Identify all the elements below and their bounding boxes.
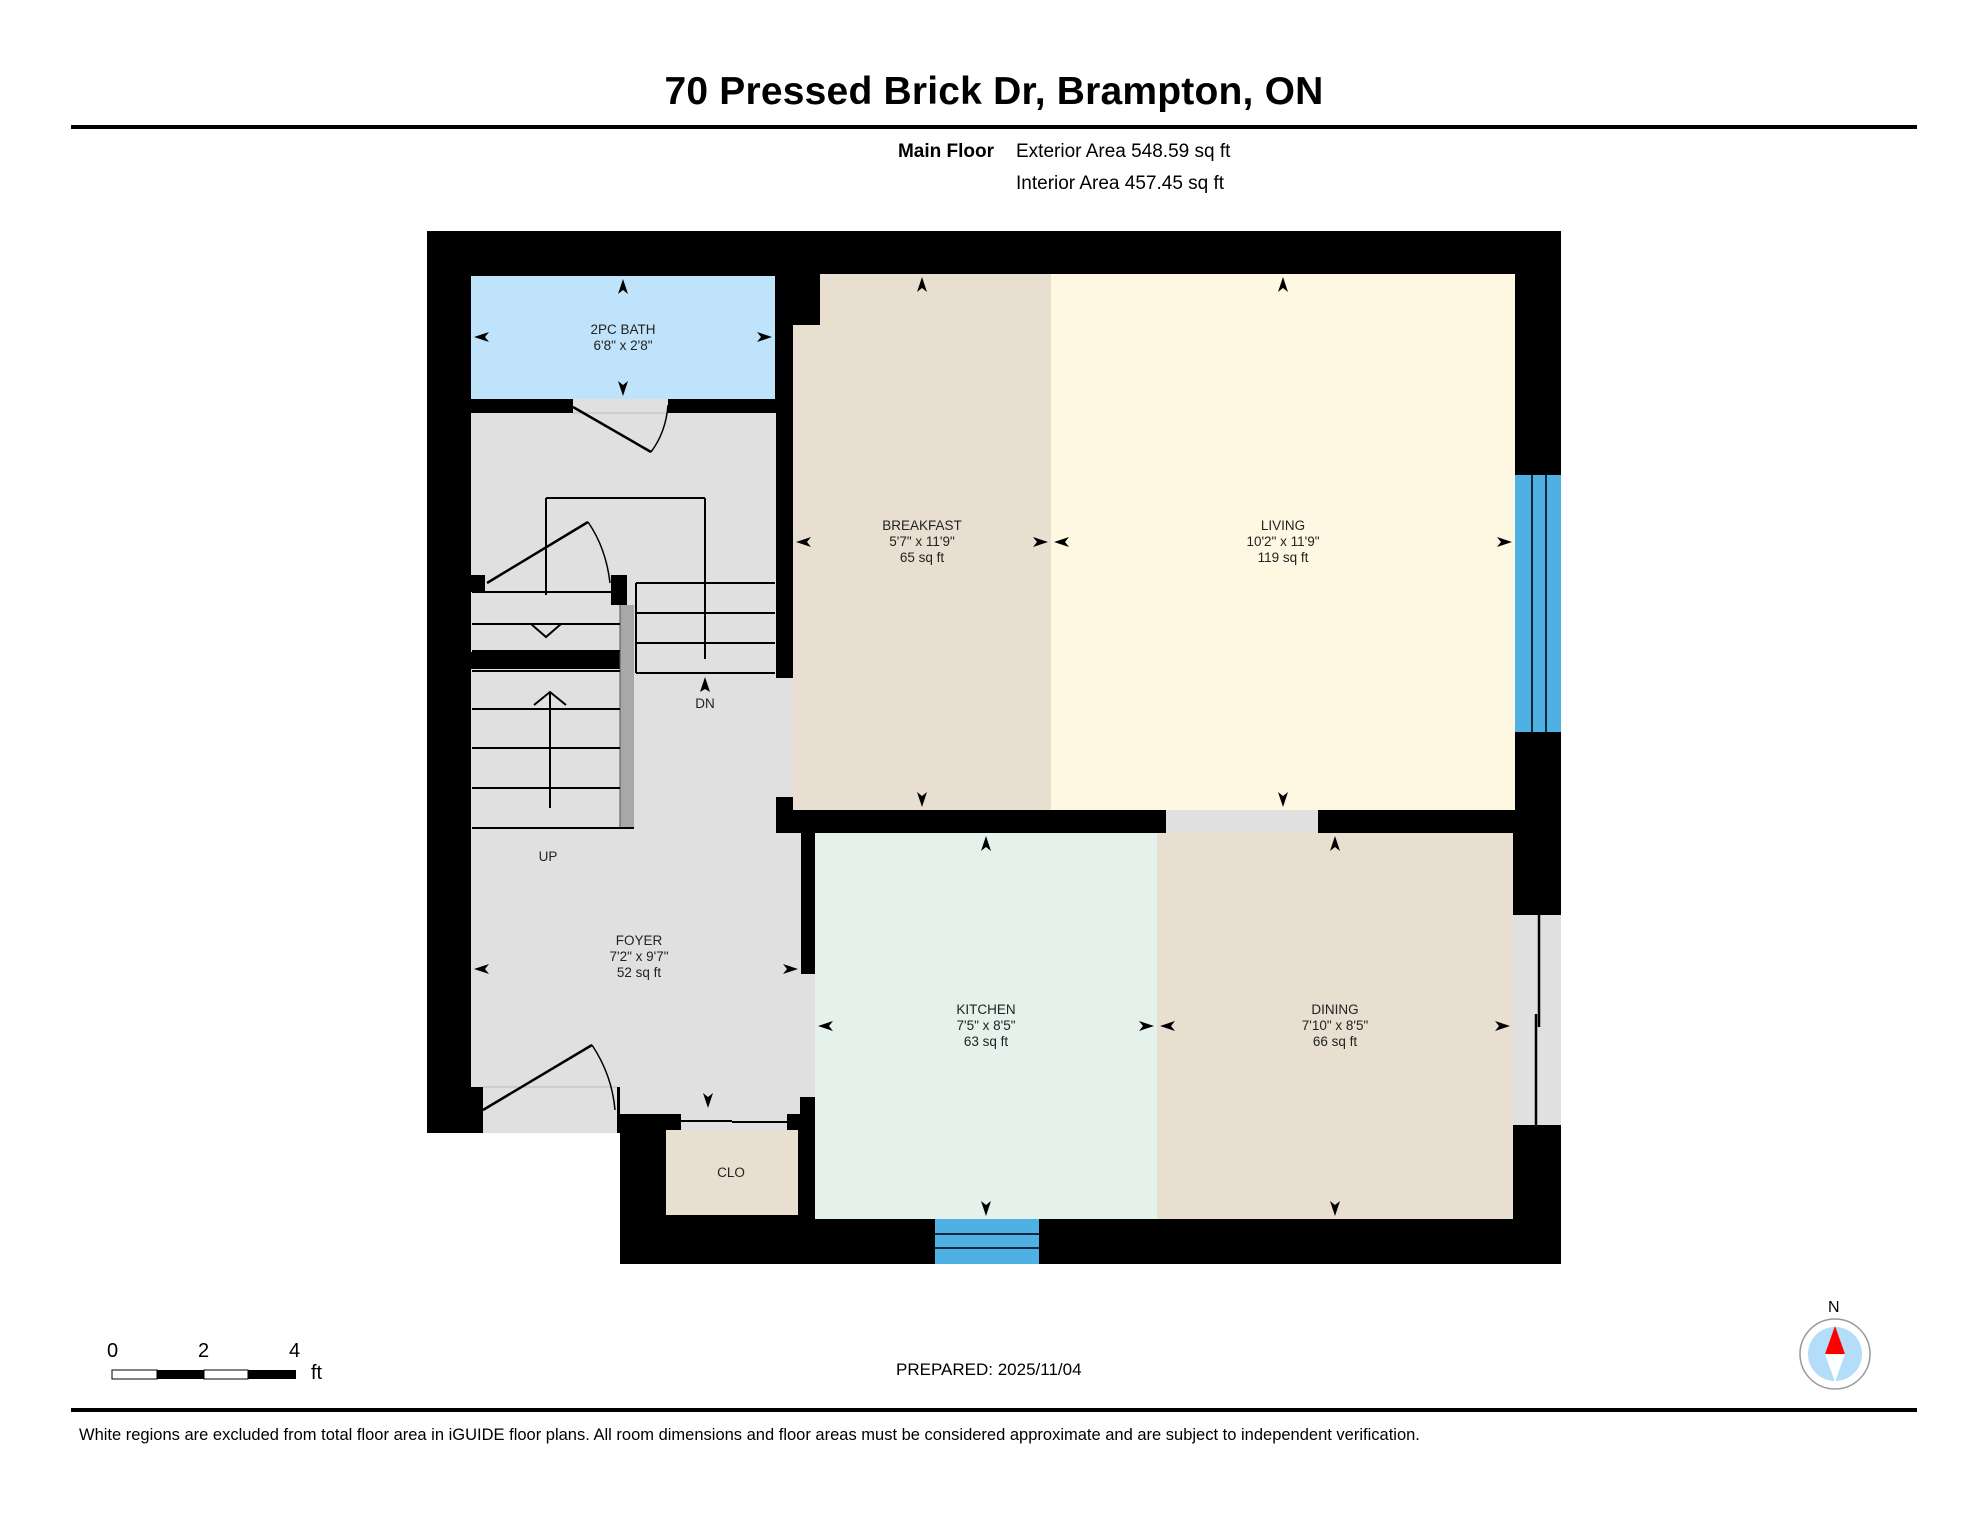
scale-tick-0: 0 — [107, 1340, 119, 1362]
staircase — [471, 497, 775, 829]
floor-name: Main Floor — [897, 141, 994, 162]
kitchen-area: 63 sq ft — [964, 1034, 1009, 1049]
exterior-area: Exterior Area 548.59 sq ft — [1016, 141, 1231, 162]
stairs-down-label: DN — [695, 696, 715, 711]
room-labels: 2PC BATH 6'8" x 2'8" BREAKFAST 5'7" x 11… — [539, 322, 1369, 1180]
windows — [935, 475, 1561, 1264]
living-window — [1515, 475, 1561, 732]
stairs-up-label: UP — [539, 849, 558, 864]
down-arrow-icon — [700, 677, 710, 692]
scale-tick-2: 2 — [198, 1340, 210, 1362]
room-2pc-bath — [471, 276, 775, 399]
living-area: 119 sq ft — [1258, 550, 1309, 565]
kitchen-window — [935, 1219, 1039, 1264]
disclaimer: White regions are excluded from total fl… — [79, 1426, 1420, 1444]
bath-name: 2PC BATH — [590, 322, 655, 337]
scale-tick-4: 4 — [289, 1340, 301, 1362]
bath-dims: 6'8" x 2'8" — [593, 338, 652, 353]
room-fills — [471, 274, 1515, 1219]
door-swings — [482, 404, 669, 1112]
room-closet — [666, 1130, 798, 1215]
closet-name: CLO — [717, 1165, 745, 1180]
foyer-dims: 7'2" x 9'7" — [609, 949, 668, 964]
room-kitchen — [815, 833, 1157, 1219]
breakfast-name: BREAKFAST — [882, 518, 962, 533]
living-dims: 10'2" x 11'9" — [1246, 534, 1319, 549]
dining-name: DINING — [1311, 1002, 1358, 1017]
kitchen-name: KITCHEN — [956, 1002, 1015, 1017]
breakfast-dims: 5'7" x 11'9" — [889, 534, 955, 549]
room-breakfast — [793, 274, 1051, 810]
compass-icon — [1799, 1318, 1871, 1390]
foyer-name: FOYER — [616, 933, 663, 948]
breakfast-area: 65 sq ft — [900, 550, 945, 565]
living-name: LIVING — [1261, 518, 1305, 533]
prepared-date: PREPARED: 2025/11/04 — [896, 1360, 1082, 1379]
footer-divider — [71, 1408, 1917, 1412]
scale-unit: ft — [311, 1362, 323, 1384]
dimension-arrows — [474, 277, 1512, 1216]
kitchen-dims: 7'5" x 8'5" — [956, 1018, 1015, 1033]
room-dining — [1157, 833, 1513, 1219]
foyer-area: 52 sq ft — [617, 965, 662, 980]
dining-dims: 7'10" x 8'5" — [1302, 1018, 1369, 1033]
interior-area: Interior Area 457.45 sq ft — [1016, 173, 1225, 194]
scale-bar — [111, 1369, 296, 1380]
header-divider — [71, 125, 1917, 129]
compass-north-label: N — [1828, 1299, 1840, 1316]
openings — [483, 399, 1561, 1133]
room-living — [1051, 274, 1515, 810]
page-title: 70 Pressed Brick Dr, Brampton, ON — [664, 70, 1324, 113]
dining-area: 66 sq ft — [1313, 1034, 1358, 1049]
